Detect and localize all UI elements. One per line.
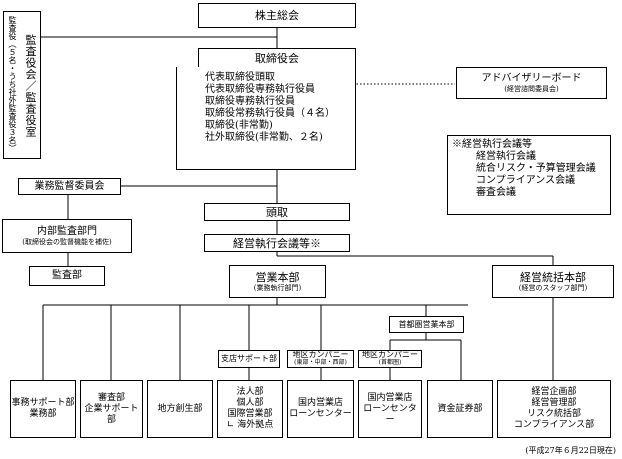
advisory-sub: (経営諮問委員会) (504, 84, 559, 93)
dept-label: ∟ 海外拠点 (226, 420, 274, 430)
metro-hq-label: 首都圏営業本部 (398, 319, 455, 329)
board-member: 取締役常務執行役員（４名） (205, 108, 335, 119)
shareholders-box: 株主総会 (198, 3, 356, 28)
dept-label: 業務部 (29, 409, 57, 419)
auditors-box: 監査役会／監査役室 監査役（５名・うち社外監査役３名） (3, 11, 41, 159)
dept-label: 経営企画部 (531, 387, 577, 397)
regional-company-metro-title: 地区カンパニー (362, 350, 418, 359)
committee-item: 統合リスク・予算管理会議 (476, 163, 596, 174)
dept-label: 経営管理部 (531, 398, 577, 408)
business-hq-box: 営業本部 (業務執行部門) (229, 265, 326, 298)
dept-label: ローンセンター (289, 409, 352, 419)
dept-label: 審査部 (97, 392, 125, 403)
exec-meeting-box: 経営執行会議等※ (204, 234, 350, 252)
regional-company-metro-sub: (首都圏) (378, 359, 402, 366)
dept-box-credit: 審査部 企業サポート部 (80, 380, 143, 438)
regional-company-title: 地区カンパニー (292, 350, 349, 359)
dept-label: ローンセンター (363, 403, 417, 425)
management-hq-box: 経営統括本部 (経営のスタッフ部門) (492, 265, 614, 298)
audit-dept-box: 監査部 (29, 266, 105, 286)
dept-label: 地方創生部 (157, 403, 203, 414)
committee-item: 経営執行会議 (476, 151, 536, 162)
supervisory-committee-box: 業務監督委員会 (18, 178, 121, 195)
shareholders-label: 株主総会 (255, 9, 299, 22)
board-members-list: 代表取締役頭取 代表取締役専務執行役員 取締役専務執行役員 取締役常務執行役員（… (205, 72, 335, 144)
dept-box-management-staff: 経営企画部 経営管理部 リスク統括部 コンプライアンス部 (497, 380, 611, 438)
committees-box: ※経営執行会議等 経営執行会議 統合リスク・予算管理会議 コンプライアンス会議 … (447, 135, 611, 215)
dept-label: 資金証券部 (437, 403, 483, 414)
board-title-box: 取締役会 (198, 48, 356, 68)
board-members-box: 代表取締役頭取 代表取締役専務執行役員 取締役専務執行役員 取締役常務執行役員（… (176, 67, 356, 170)
dept-box-treasury: 資金証券部 (427, 380, 493, 438)
dept-box-domestic-branches-metro: 国内営業店 ローンセンター (358, 380, 422, 438)
advisory-board-box: アドバイザリーボード (経営諮問委員会) (456, 67, 607, 99)
president-label: 頭取 (266, 205, 288, 219)
internal-audit-box: 内部監査部門 (取締役会の監督機能を補佐) (2, 219, 132, 253)
regional-company-metro-box: 地区カンパニー (首都圏) (358, 350, 422, 368)
advisory-title: アドバイザリーボード (481, 72, 582, 84)
management-hq-sub: (経営のスタッフ部門) (518, 283, 588, 292)
dept-label: 企業サポート部 (84, 403, 139, 425)
business-hq-sub: (業務執行部門) (253, 283, 302, 292)
dept-label: 国内営業店 (297, 398, 343, 408)
board-member: 取締役(非常勤) (205, 120, 273, 131)
committees-header: ※経営執行会議等 (452, 139, 532, 150)
branch-support-box: 支店サポート部 (218, 350, 280, 368)
metro-hq-box: 首都圏営業本部 (389, 316, 464, 333)
footer-date: (平成27年６月22日現在) (525, 446, 616, 455)
committee-item: コンプライアンス会議 (476, 175, 576, 186)
branch-support-label: 支店サポート部 (221, 354, 277, 363)
dept-label: 国内営業店 (367, 392, 413, 403)
supervisory-label: 業務監督委員会 (34, 180, 105, 192)
auditors-sub-label: 監査役（５名・うち社外監査役３名） (8, 16, 17, 152)
audit-dept-label: 監査部 (52, 270, 82, 281)
board-member: 代表取締役専務執行役員 (205, 84, 315, 95)
management-hq-title: 経営統括本部 (520, 270, 586, 284)
dept-box-office-support: 事務サポート部 業務部 (10, 380, 76, 438)
dept-box-corporate: 法人部 個人部 国際営業部 ∟ 海外拠点 (217, 380, 283, 438)
committee-item: 審査会議 (476, 187, 516, 198)
regional-company-sub: (東部・中部・西部) (294, 359, 347, 366)
dept-label: 国際営業部 (227, 409, 273, 419)
board-member: 社外取締役(非常勤、２名) (205, 132, 323, 143)
board-member: 代表取締役頭取 (205, 72, 275, 83)
dept-label: 事務サポート部 (11, 398, 75, 408)
exec-meeting-label: 経営執行会議等※ (233, 236, 321, 250)
dept-box-domestic-branches: 国内営業店 ローンセンター (287, 380, 354, 438)
dept-label: コンプライアンス部 (513, 420, 595, 430)
auditors-main-label: 監査役会／監査役室 (24, 34, 37, 138)
dept-label: リスク統括部 (526, 409, 581, 419)
regional-company-box: 地区カンパニー (東部・中部・西部) (287, 350, 354, 368)
internal-audit-title: 内部監査部門 (37, 225, 97, 237)
board-member: 取締役専務執行役員 (205, 96, 295, 107)
internal-audit-sub: (取締役会の監督機能を補佐) (22, 237, 112, 246)
board-title: 取締役会 (255, 51, 299, 65)
dept-label: 個人部 (236, 398, 264, 408)
president-box: 頭取 (204, 203, 350, 221)
business-hq-title: 営業本部 (255, 270, 300, 284)
dept-box-regional-revitalization: 地方創生部 (147, 380, 213, 438)
dept-label: 法人部 (236, 387, 264, 397)
committees-list: ※経営執行会議等 経営執行会議 統合リスク・予算管理会議 コンプライアンス会議 … (452, 139, 596, 199)
